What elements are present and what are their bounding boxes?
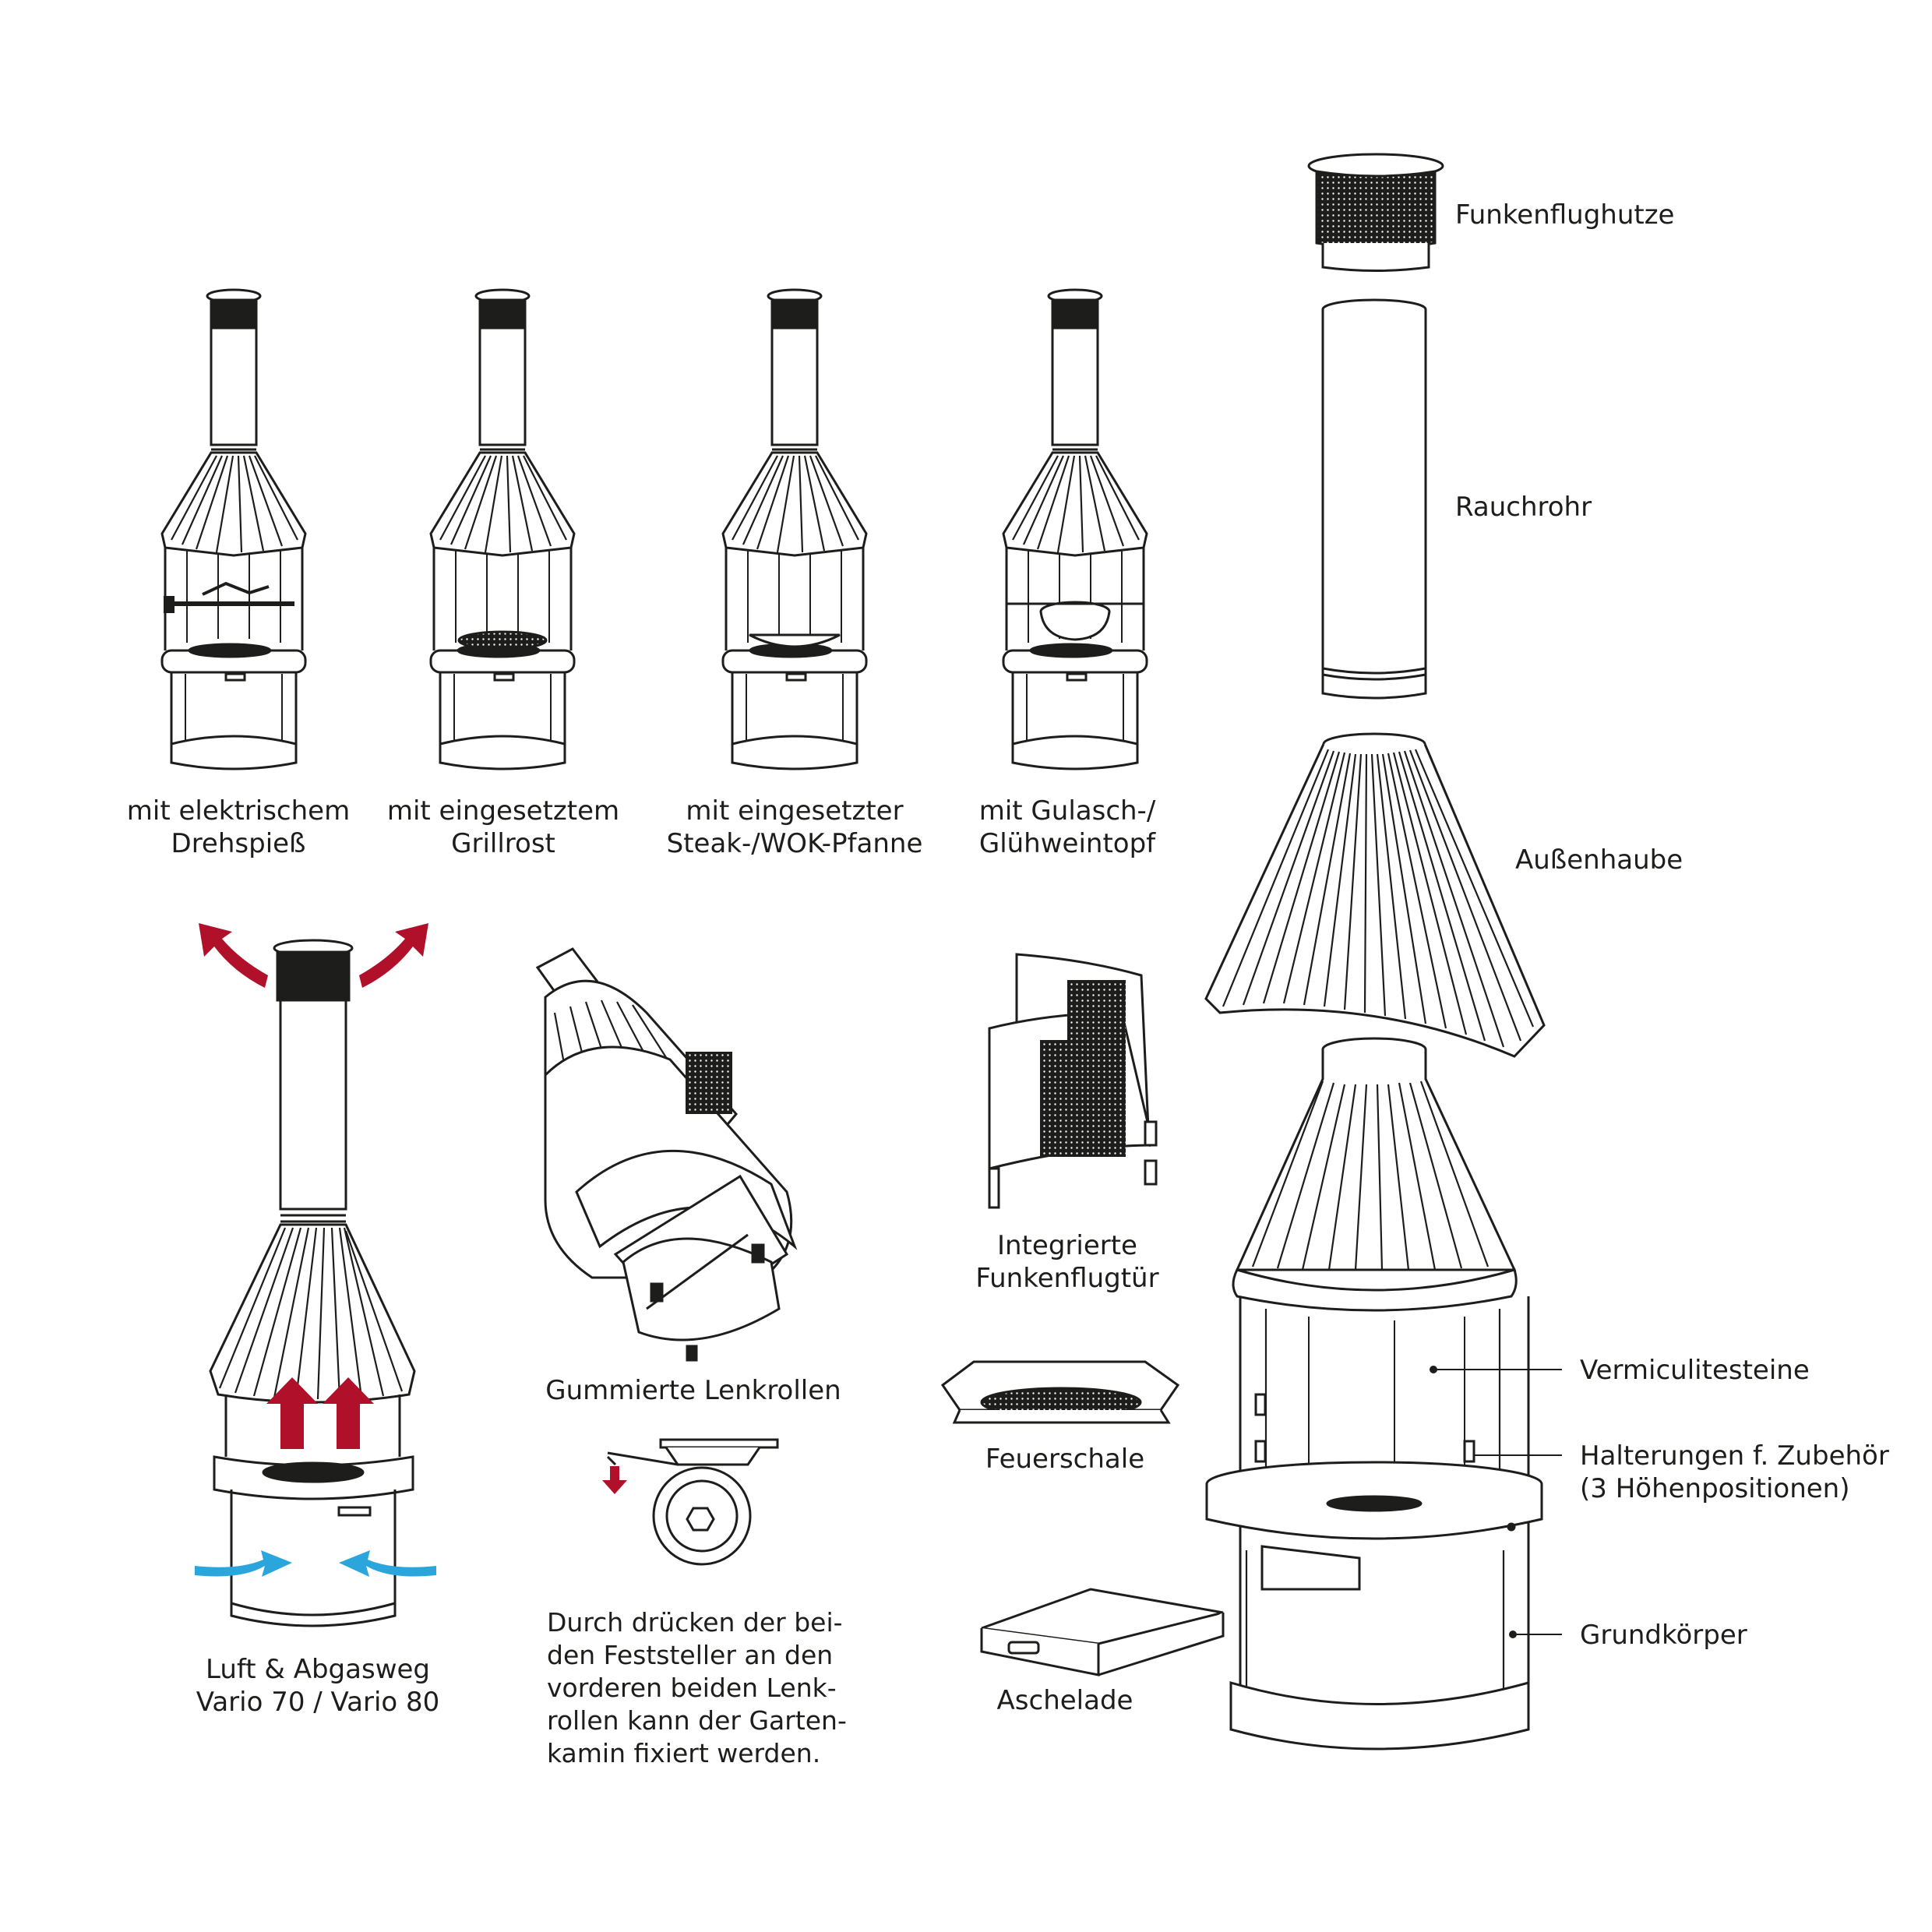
casters-description: Durch drücken der bei- den Feststeller a… — [547, 1607, 847, 1768]
variant-goulash-pot-drawing — [1002, 288, 1148, 770]
variant-rotisserie-drawing — [160, 288, 307, 770]
base-body-label: Grundkörper — [1580, 1620, 1747, 1651]
base-body-drawing — [1205, 1037, 1543, 1750]
flue-pipe-label: Rauchrohr — [1455, 492, 1592, 523]
leader-lines — [1430, 1366, 1562, 1638]
caster-brake-detail-drawing — [606, 1438, 779, 1566]
exhaust-arrows — [199, 923, 428, 1449]
spark-cap-label: Funkenflughutze — [1455, 199, 1675, 231]
airflow-fireplace-drawing — [209, 939, 416, 1627]
brake-down-arrow — [602, 1466, 627, 1494]
spark-cap-drawing — [1307, 153, 1444, 272]
flue-pipe-drawing — [1321, 298, 1427, 700]
vermiculite-label: Vermiculitesteine — [1580, 1355, 1810, 1386]
spark-door-drawing — [988, 953, 1158, 1209]
holders-label: Halterungen f. Zubehör(3 Höhenpositionen… — [1580, 1440, 1889, 1504]
fire-bowl-drawing — [940, 1360, 1180, 1424]
casters-label: Gummierte Lenkrollen — [545, 1375, 841, 1406]
variant-goulash-pot-label: mit Gulasch-/Glühweintopf — [978, 795, 1156, 859]
outer-hood-drawing — [1204, 732, 1546, 1058]
fire-bowl-label: Feuerschale — [985, 1444, 1145, 1475]
tilted-fireplace-caster-drawing — [535, 947, 798, 1362]
variant-grill-grate-drawing — [429, 288, 576, 770]
air-inlet-arrows — [195, 1550, 436, 1577]
ash-drawer-drawing — [980, 1588, 1225, 1676]
variant-wok-pan-drawing — [721, 288, 868, 770]
ash-drawer-label: Aschelade — [996, 1685, 1133, 1716]
outer-hood-label: Außenhaube — [1515, 844, 1683, 876]
